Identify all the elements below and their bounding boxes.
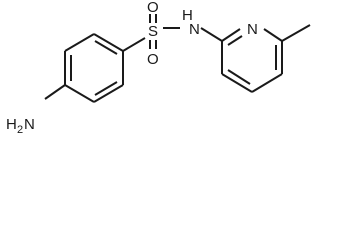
pyridine-n-label: N [247, 21, 258, 38]
benzene-ring [64, 33, 124, 103]
sulfur-label: S [148, 23, 158, 40]
oxygen-top-label: O [147, 0, 159, 16]
benzene-bond-6 [64, 33, 95, 52]
amine-h-label: H [6, 116, 17, 133]
pyridine-double-3 [227, 69, 251, 85]
amine-n-label: N [24, 116, 35, 133]
bond-ring-to-sulfur [122, 37, 146, 52]
oxygen-bottom-label: O [147, 51, 159, 68]
pyridine-double-1 [227, 35, 243, 46]
amide-n-label: N [189, 21, 200, 38]
pyridine-bond-4 [251, 73, 283, 93]
benzene-bond-3 [93, 84, 124, 103]
bond-nh-to-pyridine [200, 27, 223, 42]
amine-subscript-label: 2 [17, 124, 23, 136]
benzene-bond-1 [93, 33, 124, 52]
pyridine-bond-5 [221, 73, 253, 93]
pyridine-bond-1 [221, 28, 241, 42]
amide-h-label: H [182, 7, 193, 24]
bond-methyl [281, 24, 311, 42]
benzene-double-2 [94, 81, 118, 96]
pyridine-ring [221, 28, 283, 93]
benzene-double-1 [94, 40, 118, 55]
pyridine-bond-2 [263, 28, 283, 42]
chemical-structure-diagram: S O O H N N H 2 N [6, 0, 311, 136]
benzene-bond-4 [64, 84, 95, 103]
bond-ring-to-amine [44, 84, 66, 100]
